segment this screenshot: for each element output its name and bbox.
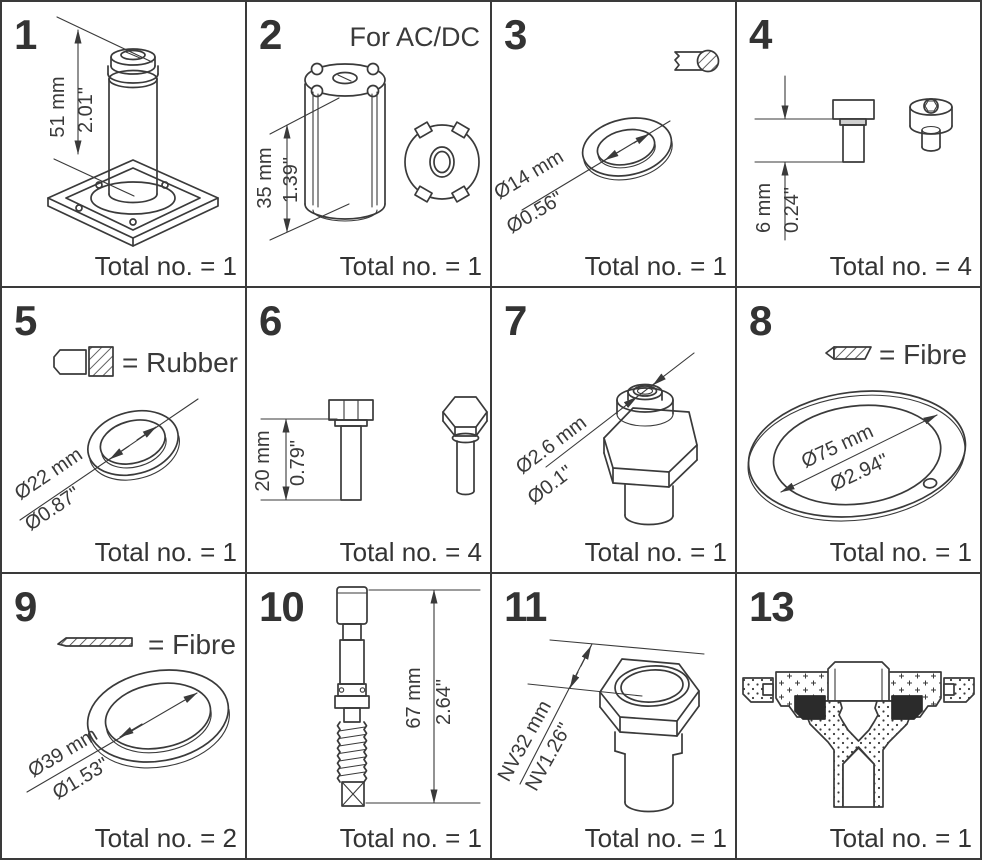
total-count: Total no. = 1	[339, 251, 482, 282]
dim-imperial-label: 2.01"	[75, 87, 97, 133]
tube-end-view	[404, 121, 480, 203]
fibre-gasket-cross-section-icon	[825, 346, 872, 360]
spindle-drawing: 67 mm 2.64"	[334, 586, 481, 807]
hex-bolt-drawing: 20 mm 0.79"	[252, 396, 488, 501]
washer-part	[581, 117, 673, 181]
left-seal	[794, 695, 826, 720]
part-cell-6: 20 mm 0.79" 6 Total no. = 4	[247, 288, 490, 572]
screw-side-view	[754, 99, 875, 163]
part-number: 2	[259, 11, 282, 58]
part-number: 1	[14, 11, 37, 58]
part-cell-4: 6 mm 0.24" 4 Total no. = 4	[737, 2, 980, 286]
dim-metric-label: 35 mm	[254, 147, 276, 208]
rubber-ring-drawing: = Rubber Ø22 mm Ø0.87"	[11, 346, 238, 535]
ring-part	[86, 409, 180, 481]
dim-imperial-label: 0.24"	[781, 187, 803, 233]
ac-dc-note: For AC/DC	[349, 22, 480, 52]
total-count: Total no. = 1	[584, 823, 727, 854]
part-cell-3: Ø14 mm Ø0.56" 3 Total no. = 1	[492, 2, 735, 286]
part-cell-8: = Fibre Ø75 mm Ø2.94" 8 Total no. = 1	[737, 288, 980, 572]
gasket-part	[747, 390, 967, 522]
dimension-d75mm: Ø75 mm Ø2.94"	[780, 414, 938, 496]
part-cell-1: 51 mm 2.01" 1 Total no. = 1	[2, 2, 245, 286]
spindle-part	[334, 586, 370, 807]
total-count: Total no. = 1	[584, 251, 727, 282]
part-cell-2: For AC/DC	[247, 2, 490, 286]
dimension-51mm: 51 mm 2.01"	[47, 16, 153, 197]
part-number: 5	[14, 297, 37, 344]
dim-metric-label: 67 mm	[403, 667, 425, 728]
fibre-gasket-drawing: = Fibre Ø75 mm Ø2.94"	[747, 339, 967, 522]
body-section	[742, 661, 975, 808]
fibre-strip-cross-section-icon	[57, 637, 133, 647]
fibre-legend-label: = Fibre	[148, 629, 236, 660]
orifice-part	[603, 383, 698, 526]
armature-plunger-drawing: 51 mm 2.01"	[47, 16, 219, 247]
dimension-67mm: 67 mm 2.64"	[365, 589, 481, 804]
dim-metric-label: 6 mm	[753, 183, 775, 233]
washer-cross-section-icon	[674, 49, 720, 73]
washer-drawing: Ø14 mm Ø0.56"	[492, 49, 720, 238]
dimension-6mm: 6 mm 0.24"	[753, 75, 803, 241]
part-cell-9: = Fibre Ø39 mm Ø1.53" 9 Total no. = 2	[2, 574, 245, 858]
dim-metric-label: 51 mm	[47, 76, 69, 137]
part-number: 13	[749, 583, 795, 630]
dim-metric-label: 20 mm	[252, 430, 274, 491]
armature-tube-drawing: For AC/DC	[254, 22, 480, 241]
dim-imperial-label: 0.79"	[287, 440, 309, 486]
dim-imperial-label: 1.39"	[280, 157, 302, 203]
total-count: Total no. = 1	[94, 537, 237, 568]
total-count: Total no. = 1	[829, 823, 972, 854]
dimension-d39mm: Ø39 mm Ø1.53"	[24, 692, 198, 804]
bolt-side-view	[260, 399, 374, 501]
part-number: 9	[14, 583, 37, 630]
total-count: Total no. = 4	[339, 537, 482, 568]
part-number: 10	[259, 583, 305, 630]
total-count: Total no. = 1	[339, 823, 482, 854]
total-count: Total no. = 2	[94, 823, 237, 854]
valve-body-section-drawing	[742, 661, 975, 808]
part-number: 4	[749, 11, 772, 58]
part-number: 3	[504, 11, 527, 58]
part-cell-5: = Rubber Ø22 mm Ø0.87" 5 Total no. = 1	[2, 288, 245, 572]
fibre-legend-label: = Fibre	[879, 339, 967, 370]
total-count: Total no. = 4	[829, 251, 972, 282]
right-seal	[891, 695, 923, 720]
socket-screw-drawing: 6 mm 0.24"	[753, 75, 953, 241]
tube-part	[304, 62, 386, 222]
part-cell-13: 13 Total no. = 1	[737, 574, 980, 858]
total-count: Total no. = 1	[829, 537, 972, 568]
ring-part	[86, 669, 230, 769]
rubber-seat-cross-section-icon	[53, 346, 114, 377]
dimension-20mm: 20 mm 0.79"	[252, 418, 309, 501]
part-number: 8	[749, 297, 772, 344]
part-cell-7: Ø2.6 mm Ø0.1" 7 Total no. = 1	[492, 288, 735, 572]
dim-metric-label: Ø2.6 mm	[512, 412, 591, 479]
dimension-35mm: 35 mm 1.39"	[254, 97, 350, 241]
plug-part	[599, 658, 700, 813]
rubber-legend-label: = Rubber	[122, 347, 238, 378]
part-cell-10: 67 mm 2.64" 10 Total no. = 1	[247, 574, 490, 858]
orifice-insert-drawing: Ø2.6 mm Ø0.1"	[512, 352, 698, 526]
fibre-ring-drawing: = Fibre Ø39 mm Ø1.53"	[24, 629, 236, 804]
dim-imperial-label: 2.64"	[433, 679, 455, 725]
total-count: Total no. = 1	[94, 251, 237, 282]
total-count: Total no. = 1	[584, 537, 727, 568]
plunger-part	[47, 48, 219, 247]
part-cell-11: NV32 mm NV1.26" 11 Total no. = 1	[492, 574, 735, 858]
part-number: 7	[504, 297, 527, 344]
part-number: 11	[504, 583, 547, 630]
dimension-d14mm: Ø14 mm Ø0.56"	[492, 120, 671, 238]
screw-isometric-view	[909, 98, 953, 152]
part-number: 6	[259, 297, 282, 344]
dimension-d2-6mm: Ø2.6 mm Ø0.1"	[512, 352, 695, 509]
hex-plug-drawing: NV32 mm NV1.26"	[494, 639, 705, 813]
bolt-isometric-view	[442, 396, 488, 496]
